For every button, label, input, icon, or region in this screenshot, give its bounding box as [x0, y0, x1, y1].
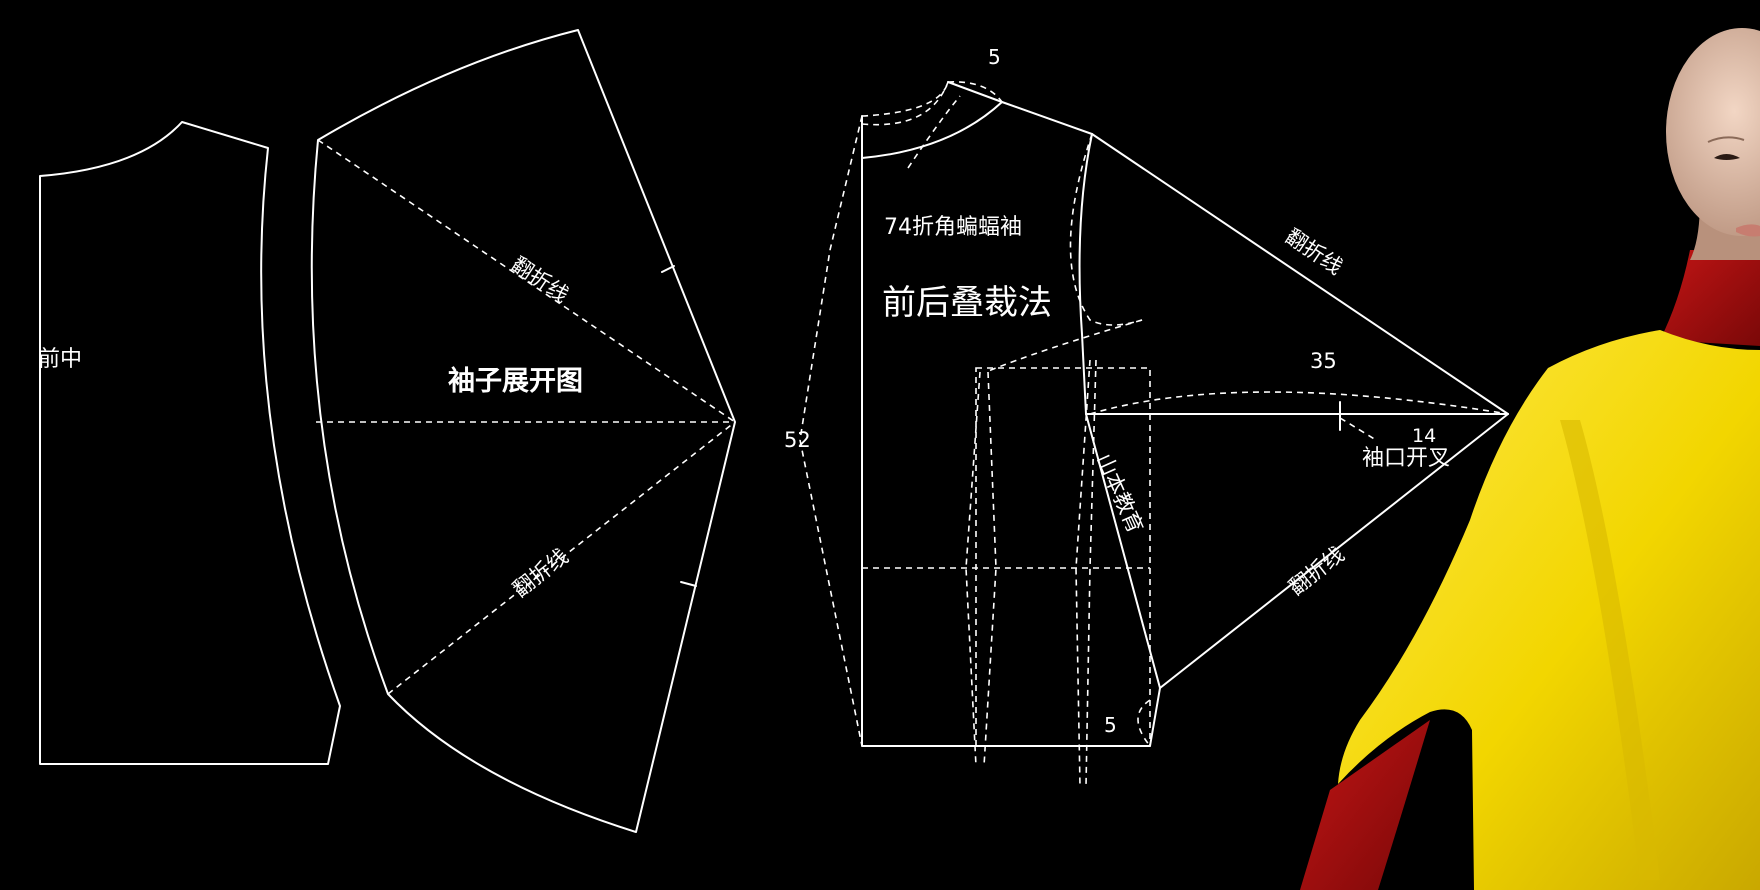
- pocket-panel-outline: [975, 367, 1151, 747]
- fold-label-lower-right: 翻折线: [1284, 542, 1348, 600]
- side-seam-dashed-b: [1085, 359, 1097, 787]
- sleeve-outline: [310, 29, 736, 833]
- slit-label: 袖口开叉: [1362, 446, 1450, 471]
- length-bracket: [799, 115, 863, 747]
- front-center-label: 前中: [38, 347, 82, 372]
- armhole-curve: [1078, 133, 1093, 415]
- mannequin-head: [1666, 28, 1760, 236]
- back-armhole-curve: [1069, 133, 1143, 326]
- garment-render-figure: [1300, 28, 1760, 890]
- fold-label-lower: 翻折线: [508, 544, 572, 602]
- sleeve-lower-edge: [1159, 413, 1509, 689]
- sleeve-upper-edge: [1091, 133, 1509, 415]
- bodice-outline: [861, 115, 1161, 747]
- neck-offset-line: [947, 81, 1003, 103]
- front-dart-left: [965, 371, 981, 767]
- eyebrow: [1707, 136, 1745, 143]
- sleeve-dimension: 35: [1310, 349, 1337, 373]
- hem-dimension: 5: [1104, 713, 1117, 737]
- front-dart-right: [983, 371, 997, 767]
- fold-label-upper-right: 翻折线: [1281, 224, 1347, 279]
- yellow-batwing-top: [1338, 330, 1760, 890]
- neck-depth-curve: [907, 95, 961, 169]
- eye: [1714, 154, 1740, 160]
- inner-neck-layer: [1660, 250, 1760, 346]
- fold-label-upper: 翻折线: [507, 252, 573, 307]
- sleeve-fold-shading: [1560, 420, 1660, 880]
- inner-arm-layer: [1300, 720, 1430, 890]
- watermark-label: 山本教育: [1091, 450, 1147, 536]
- slit-marker: [1339, 417, 1377, 441]
- fold-line-upper: [317, 139, 736, 423]
- side-seam: [1085, 413, 1161, 689]
- front-bodice-outline: [39, 121, 341, 765]
- notch-upper: [661, 265, 675, 273]
- lips: [1736, 224, 1760, 237]
- back-neckline: [861, 81, 949, 117]
- front-bodice-piece: 前中: [38, 121, 341, 765]
- front-neckline: [861, 101, 1003, 159]
- hem-curve-dashed: [1137, 699, 1151, 747]
- method-label: 前后叠裁法: [882, 283, 1052, 323]
- notch-lower: [680, 581, 697, 587]
- style-label: 74折角蝙蝠袖: [884, 215, 1022, 240]
- neck-dimension: 5: [988, 45, 1001, 69]
- side-seam-dashed-a: [1075, 359, 1091, 787]
- armhole-to-panel: [985, 319, 1143, 373]
- back-neck-curve: [861, 81, 949, 126]
- fold-line-lower: [387, 421, 736, 695]
- sleeve-dimension-arc: [1089, 391, 1509, 415]
- length-dimension: 52: [784, 428, 811, 452]
- slit-dimension: 14: [1412, 425, 1436, 447]
- sleeve-title: 袖子展开图: [448, 366, 583, 397]
- sleeve-development-piece: 袖子展开图 翻折线 翻折线: [310, 29, 736, 833]
